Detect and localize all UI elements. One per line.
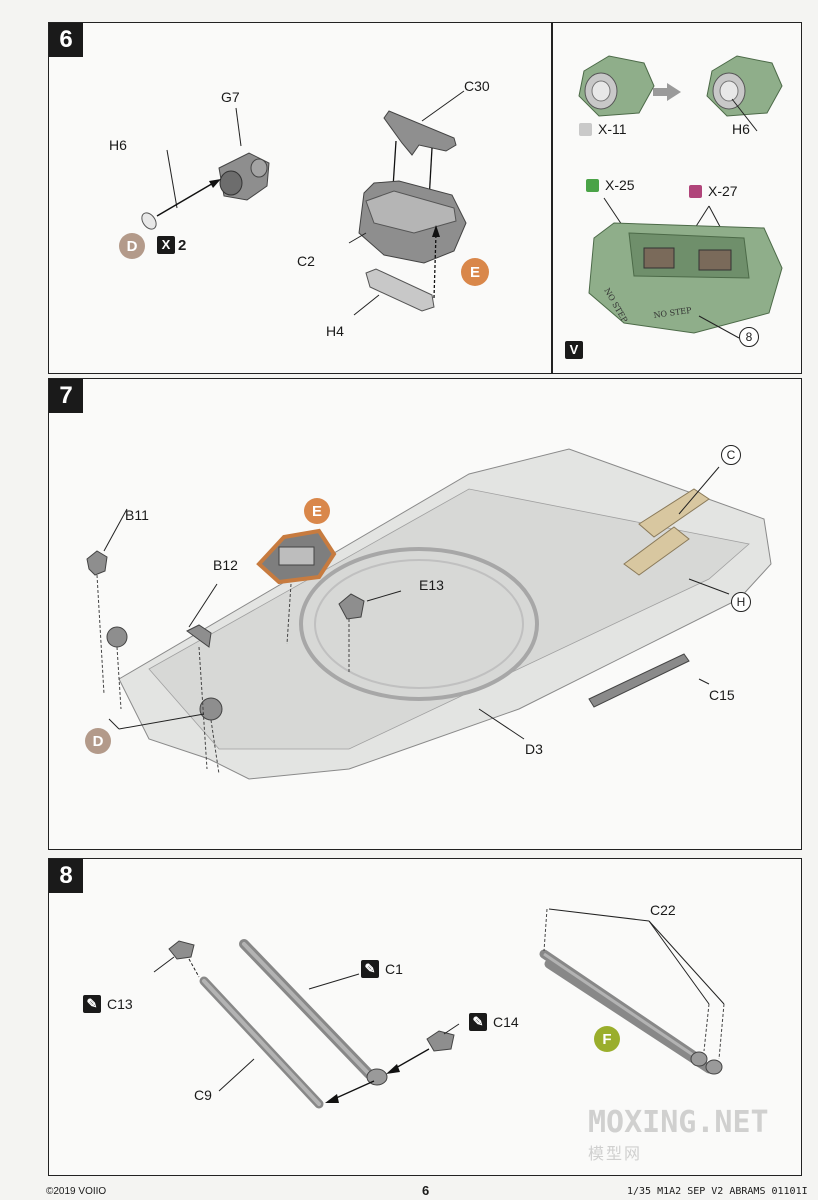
decal-label-x27: X-27	[689, 183, 738, 199]
part-label-c22: C22	[650, 902, 676, 918]
check-v-icon: V	[565, 341, 583, 359]
circle-ref-h: H	[731, 592, 751, 612]
step-7-panel: 7	[48, 378, 802, 850]
circle-ref-c: C	[721, 445, 741, 465]
quantity-mark: X 2	[157, 236, 186, 254]
part-label-e13: E13	[419, 577, 444, 593]
part-label-c15: C15	[709, 687, 735, 703]
product-code: 1/35 M1A2 SEP V2 ABRAMS 01101I	[627, 1186, 808, 1197]
part-label-b11: B11	[125, 507, 149, 523]
badge-e: E	[304, 498, 330, 524]
watermark-sub: 模型网	[588, 1146, 643, 1163]
sub-panel-divider	[551, 23, 553, 373]
step-6-panel: 6 G7 H6 D X 2 C30 C2 H4	[48, 22, 802, 374]
sight-after-decal-drawing	[706, 55, 783, 132]
decal-label-x11: X-11	[579, 121, 627, 137]
part-label-c1: ✎ C1	[361, 960, 403, 978]
badge-e: E	[461, 258, 489, 286]
part-label-h6-right: H6	[732, 121, 750, 137]
torsion-bar-assembly-drawing	[153, 908, 725, 1109]
cement-icon: ✎	[469, 1013, 487, 1031]
part-label-g7: G7	[221, 89, 240, 105]
part-label-h4: H4	[326, 323, 344, 339]
part-label-c14: ✎ C14	[469, 1013, 519, 1031]
decal-icon	[689, 184, 702, 198]
arrow-shaft	[653, 88, 667, 96]
times-icon: X	[157, 236, 175, 254]
circle-ref-8: 8	[739, 327, 759, 347]
sight-before-decal-drawing	[578, 55, 655, 117]
watermark: MOXING.NET	[588, 1105, 769, 1140]
part-label-c30: C30	[464, 78, 490, 94]
cement-icon: ✎	[361, 960, 379, 978]
step-number: 7	[49, 379, 83, 413]
part-label-c2: C2	[297, 253, 315, 269]
badge-f: F	[594, 1026, 620, 1052]
page-number: 6	[422, 1183, 430, 1198]
part-label-h6: H6	[109, 137, 127, 153]
decal-icon	[586, 178, 599, 192]
decal-icon	[579, 122, 592, 136]
step-8-panel: 8 ✎ C13	[48, 858, 802, 1176]
badge-d: D	[119, 233, 145, 259]
part-label-b12: B12	[213, 557, 238, 573]
decal-label-x25: X-25	[586, 177, 635, 193]
turret-hatch-assembly-drawing	[348, 90, 467, 316]
hull-decal-placement-drawing: NO STEP NO STEP	[588, 197, 783, 339]
copyright: ©2019 VOIIO	[46, 1186, 107, 1197]
quantity-value: 2	[178, 236, 187, 254]
cement-icon: ✎	[83, 995, 101, 1013]
arrow-right-icon	[667, 83, 681, 101]
step-number: 6	[49, 23, 83, 57]
part-label-d3: D3	[525, 741, 543, 757]
part-label-c13: ✎ C13	[83, 995, 133, 1013]
badge-d: D	[85, 728, 111, 754]
g7-assembly-drawing	[141, 107, 270, 230]
part-label-c9: C9	[194, 1087, 212, 1103]
hull-top-assembly-drawing	[86, 448, 772, 780]
step-number: 8	[49, 859, 83, 893]
